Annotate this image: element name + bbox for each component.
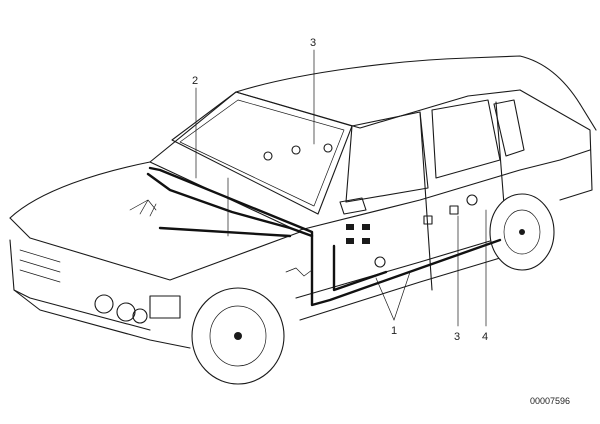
callout-4: 4 — [482, 331, 488, 343]
callout-3-bottom: 3 — [454, 331, 460, 343]
document-number: 00007596 — [530, 396, 570, 406]
callout-2: 2 — [192, 75, 198, 87]
front-wheel — [191, 287, 285, 385]
callout-leaders — [195, 49, 487, 327]
callout-1: 1 — [391, 325, 397, 337]
headlights — [94, 294, 181, 324]
callout-3-top: 3 — [310, 37, 316, 49]
wiring-harness — [129, 143, 502, 307]
rear-wheel — [489, 193, 555, 271]
